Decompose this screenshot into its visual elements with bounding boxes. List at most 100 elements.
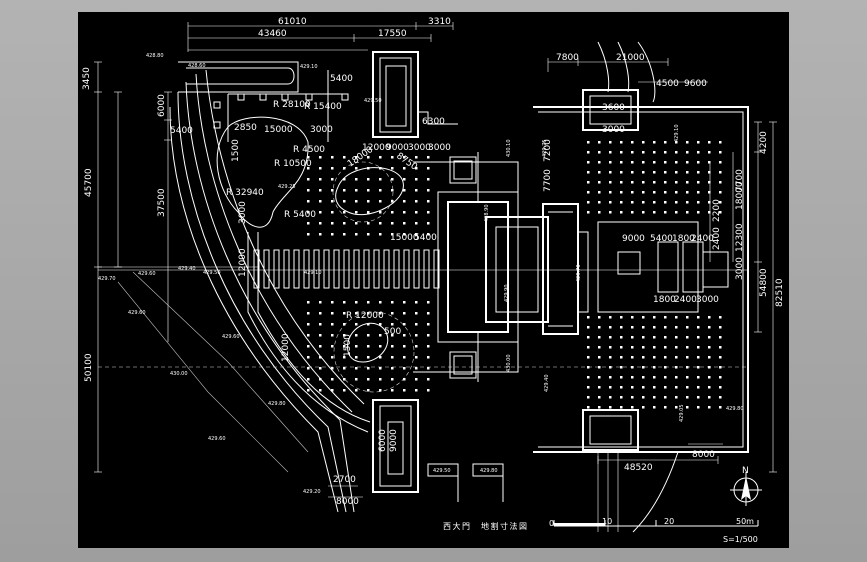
grid-dot xyxy=(403,323,406,326)
grid-dot xyxy=(609,406,612,409)
grid-dot xyxy=(653,346,656,349)
grid-dot xyxy=(708,201,711,204)
dim-mid-1500a: 1500 xyxy=(231,139,241,162)
grid-dot xyxy=(331,189,334,192)
grid-dot xyxy=(331,312,334,315)
grid-dot xyxy=(355,178,358,181)
grid-dot xyxy=(631,181,634,184)
dim-right-i: 3000 xyxy=(735,257,745,280)
grid-dot xyxy=(343,211,346,214)
grid-dot xyxy=(675,201,678,204)
grid-dot xyxy=(427,312,430,315)
grid-dot xyxy=(587,181,590,184)
grid-dot xyxy=(319,312,322,315)
grid-dot xyxy=(598,376,601,379)
grid-dot xyxy=(708,171,711,174)
grid-dot xyxy=(653,211,656,214)
grid-dot xyxy=(415,211,418,214)
dim-left-d: 45700 xyxy=(84,168,94,197)
grid-dot xyxy=(343,345,346,348)
grid-dot xyxy=(686,326,689,329)
grid-dot xyxy=(620,161,623,164)
grid-dot xyxy=(631,406,634,409)
grid-dot xyxy=(620,326,623,329)
grid-dot xyxy=(587,326,590,329)
grid-dot xyxy=(708,376,711,379)
grid-dot xyxy=(587,191,590,194)
grid-dot xyxy=(664,336,667,339)
stripe-bar xyxy=(303,249,310,289)
grid-dot xyxy=(653,406,656,409)
grid-dot xyxy=(664,316,667,319)
grid-dot xyxy=(403,345,406,348)
grid-dot xyxy=(319,178,322,181)
grid-dot xyxy=(675,316,678,319)
grid-dot xyxy=(708,346,711,349)
dim-bottom-e: 6000 xyxy=(378,429,388,452)
grid-dot xyxy=(367,189,370,192)
grid-dot xyxy=(355,301,358,304)
dim-mid-1800a: 1800 xyxy=(672,234,695,244)
grid-dot xyxy=(355,367,358,370)
grid-dot xyxy=(697,211,700,214)
grid-dot xyxy=(367,156,370,159)
grid-dot xyxy=(598,356,601,359)
grid-dot xyxy=(307,189,310,192)
dim-mid-3000b: 3000 xyxy=(696,295,719,305)
grid-dot xyxy=(343,356,346,359)
grid-dot xyxy=(631,191,634,194)
grid-dot xyxy=(708,396,711,399)
grid-dot xyxy=(307,233,310,236)
grid-dot xyxy=(331,156,334,159)
level-20: 429.80 xyxy=(726,406,744,412)
dim-mid-2400a: 2400 xyxy=(691,234,714,244)
grid-dot xyxy=(609,376,612,379)
grid-dot xyxy=(598,211,601,214)
grid-dot xyxy=(686,396,689,399)
grid-dot xyxy=(379,345,382,348)
grid-dot xyxy=(307,178,310,181)
grid-dot xyxy=(664,326,667,329)
dim-right-b: 18000 xyxy=(735,181,745,210)
grid-dot xyxy=(427,378,430,381)
grid-dot xyxy=(708,316,711,319)
grid-dot xyxy=(686,316,689,319)
dim-bottom-a: 48520 xyxy=(624,463,653,473)
dim-top-l: 9000 xyxy=(386,143,409,153)
grid-dot xyxy=(403,178,406,181)
grid-dot xyxy=(675,171,678,174)
grid-dot xyxy=(719,151,722,154)
grid-dot xyxy=(379,301,382,304)
stripe-bar xyxy=(343,249,350,289)
grid-dot xyxy=(587,406,590,409)
grid-dot xyxy=(587,366,590,369)
level-15: 429.50 xyxy=(433,468,451,474)
grid-dot xyxy=(686,376,689,379)
grid-dot xyxy=(686,191,689,194)
grid-dot xyxy=(697,346,700,349)
grid-dot xyxy=(664,181,667,184)
grid-dot xyxy=(664,201,667,204)
grid-dot xyxy=(331,356,334,359)
grid-dot xyxy=(642,326,645,329)
dim-mid-18000: 18000 xyxy=(346,145,375,170)
level-23: 429.90 xyxy=(504,285,510,303)
grid-dot xyxy=(719,386,722,389)
grid-dot xyxy=(415,167,418,170)
grid-dot xyxy=(653,316,656,319)
grid-dot xyxy=(664,366,667,369)
grid-dot xyxy=(686,366,689,369)
drawing-viewport[interactable]: 61010 3310 43460 17550 7800 21000 5400 4… xyxy=(78,12,789,548)
grid-dot xyxy=(307,345,310,348)
grid-dot xyxy=(379,156,382,159)
dim-top-g: 9600 xyxy=(684,79,707,89)
grid-dot xyxy=(675,336,678,339)
grid-dot xyxy=(587,316,590,319)
grid-dot xyxy=(631,326,634,329)
grid-dot xyxy=(367,334,370,337)
grid-dot xyxy=(620,396,623,399)
grid-dot xyxy=(427,389,430,392)
grid-dot xyxy=(331,167,334,170)
dim-mid-1800b: 1800 xyxy=(653,295,676,305)
level-17: 429.75 xyxy=(542,140,548,158)
